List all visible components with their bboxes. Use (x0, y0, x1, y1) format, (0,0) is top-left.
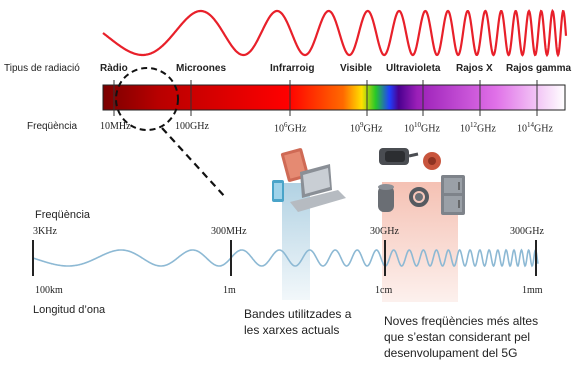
detail-wavelength-label: 1cm (375, 285, 393, 296)
top-freq-label: 1010GHz (404, 121, 440, 135)
top-freq-label: 10MHz (100, 121, 131, 132)
top-freq-label: 1012GHz (460, 121, 496, 135)
detail-frequency-title: Freqüència (35, 209, 91, 221)
radiation-visible: Visible (340, 63, 373, 74)
radiation-ultraviolet: Ultravioleta (386, 63, 441, 74)
radiation-radio: Ràdio (100, 63, 128, 74)
detail-wavelength-label: 1m (223, 285, 236, 296)
watch-icon (409, 187, 429, 207)
fridge-icon (441, 175, 465, 215)
detail-freq-label: 30GHz (370, 226, 399, 237)
laptop-icon (290, 164, 346, 212)
gauge-icon (423, 152, 441, 170)
phone-icon (272, 180, 284, 202)
spectrum-ticks (113, 80, 538, 116)
top-frequency-title: Freqüència (27, 121, 78, 132)
radiation-infrared: Infrarroig (270, 63, 315, 74)
vr-headset-icon (379, 148, 419, 165)
bottom-ticks (32, 240, 537, 276)
radiation-xrays: Rajos X (456, 63, 493, 74)
caption-new-frequencies: Noves freqüències més altes que s’estan … (384, 314, 539, 360)
top-freq-label: 100GHz (175, 121, 209, 132)
devices-new (378, 148, 465, 215)
detail-freq-label: 300GHz (510, 226, 544, 237)
detail-freq-label: 300MHz (211, 226, 247, 237)
top-freq-label: 1014GHz (517, 121, 553, 135)
spectrum-bar (102, 84, 566, 111)
caption-current-bands: Bandes utilitzades a les xarxes actuals (244, 307, 352, 337)
detail-wavelength-label: 1mm (522, 285, 543, 296)
detail-wavelength-label: 100km (35, 285, 63, 296)
zoom-line (161, 127, 227, 199)
speaker-icon (378, 184, 394, 212)
radiation-microwaves: Microones (176, 63, 227, 74)
wavelength-title: Longitud d’ona (33, 304, 106, 316)
devices-current (272, 148, 346, 212)
top-freq-label: 109GHz (350, 121, 383, 135)
top-wave (102, 8, 568, 58)
tablet-icon (280, 148, 310, 182)
zoom-circle (115, 67, 179, 131)
detail-freq-label: 3KHz (33, 226, 57, 237)
radiation-type-title: Tipus de radiació (4, 63, 80, 74)
radiation-gamma: Rajos gamma (506, 63, 572, 74)
bottom-wave (32, 248, 539, 268)
top-freq-label: 106GHz (274, 121, 307, 135)
